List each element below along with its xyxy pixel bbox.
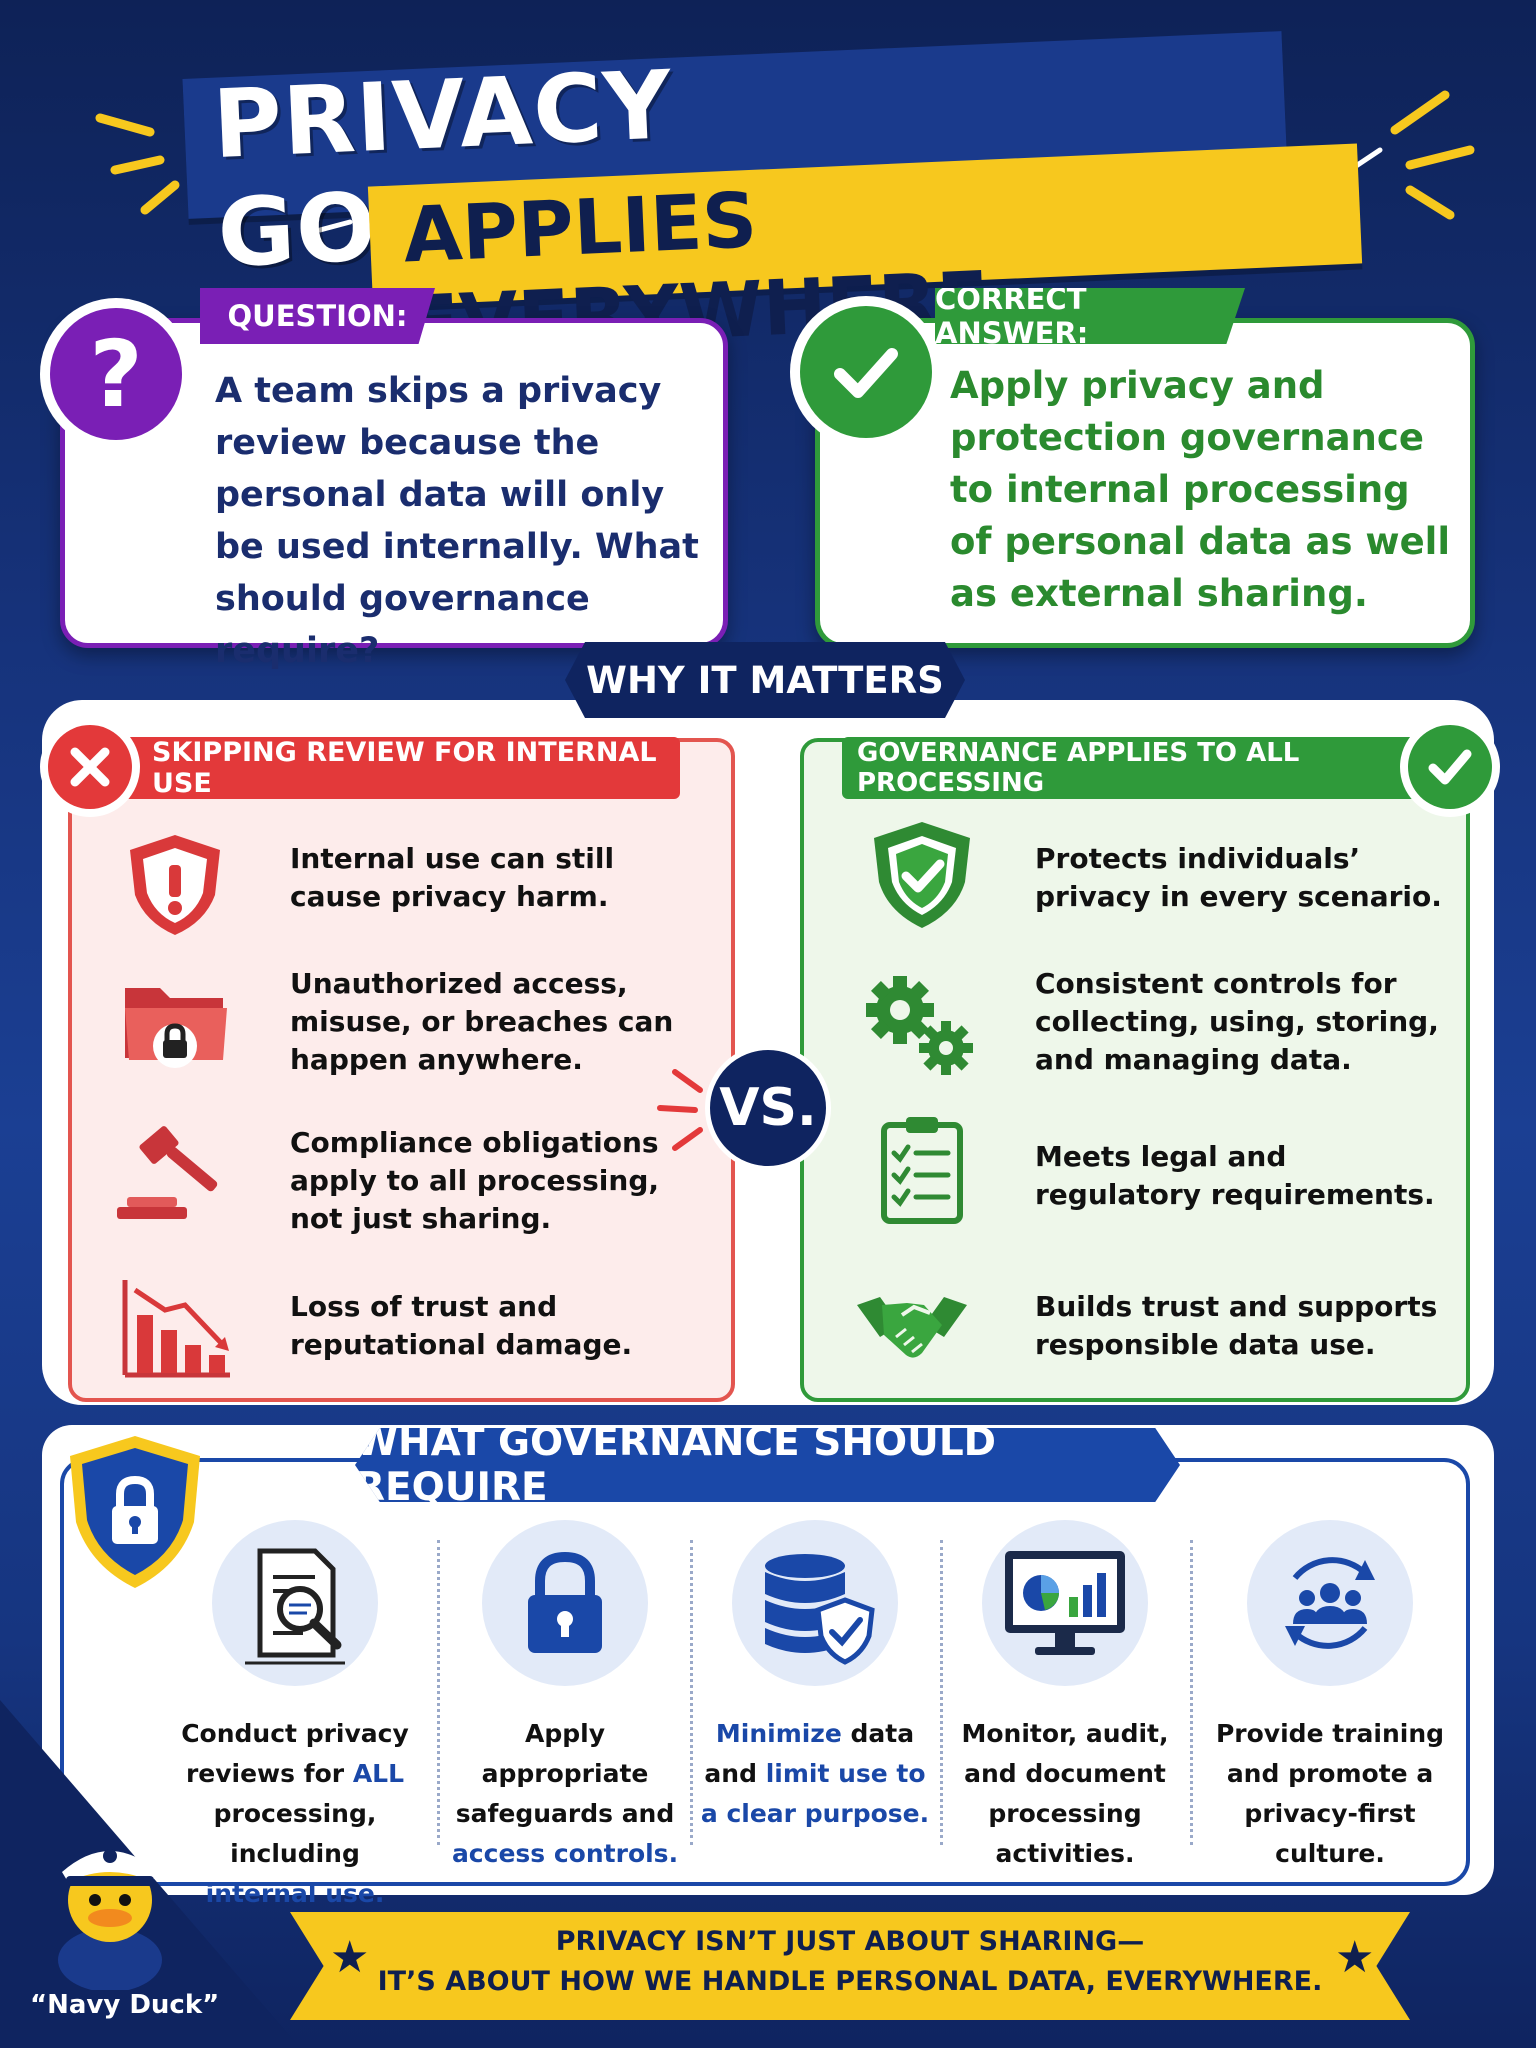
- title-burst-decoration: [95, 90, 1475, 233]
- check-circle-icon: [1400, 717, 1500, 817]
- requirement-item-2: Apply appropriate safeguards and access …: [450, 1520, 680, 1874]
- bad-item-4-text: Loss of trust and reputational damage.: [290, 1290, 633, 1361]
- governance-applies-heading: GOVERNANCE APPLIES TO ALL PROCESSING: [842, 737, 1432, 799]
- requirement-divider: [690, 1540, 693, 1845]
- star-icon: ★: [330, 1932, 370, 1983]
- versus-badge: VS.: [705, 1045, 831, 1171]
- requirement-2-text: Apply appropriate safeguards and access …: [450, 1714, 680, 1874]
- check-shield-icon: [874, 822, 970, 928]
- vs-burst-decoration: [657, 1069, 703, 1151]
- handshake-icon: [857, 1297, 967, 1358]
- skipping-review-heading: SKIPPING REVIEW FOR INTERNAL USE: [108, 737, 680, 799]
- answer-label: CORRECT ANSWER:: [935, 288, 1245, 344]
- footer-banner: [290, 1912, 1410, 2020]
- mascot-name-label: “Navy Duck”: [30, 1990, 220, 2020]
- checklist-clipboard-icon: [881, 1117, 963, 1224]
- good-item-1-text: Protects individuals’ privacy in every s…: [1035, 842, 1442, 913]
- requirement-divider: [437, 1540, 440, 1845]
- requirement-text-part: Provide training and promote a privacy-f…: [1215, 1719, 1445, 1868]
- requirement-item-3: Minimize data and limit use to a clear p…: [700, 1520, 930, 1834]
- padlock-icon: [528, 1551, 602, 1653]
- requirement-item-5: Provide training and promote a privacy-f…: [1215, 1520, 1445, 1874]
- star-icon: ★: [1335, 1932, 1375, 1983]
- x-mark-icon: [40, 717, 140, 817]
- good-item-4-text: Builds trust and supports responsible da…: [1035, 1290, 1438, 1361]
- warning-shield-icon: [130, 835, 220, 935]
- question-mark-icon: ?: [40, 298, 192, 450]
- requirement-divider: [1190, 1540, 1193, 1845]
- requirement-3-text: Minimize data and limit use to a clear p…: [700, 1714, 930, 1834]
- question-label: QUESTION:: [200, 288, 435, 344]
- checkmark-icon: [790, 296, 942, 448]
- gavel-icon: [117, 1126, 218, 1219]
- navy-duck-mascot: [58, 1849, 162, 1990]
- question-text: A team skips a privacy review because th…: [215, 371, 699, 671]
- requirement-item-4: Monitor, audit, and document processing …: [950, 1520, 1180, 1874]
- good-item-3-text: Meets legal and regulatory requirements.: [1035, 1140, 1435, 1211]
- requirement-text-part: data and: [704, 1719, 915, 1788]
- why-it-matters-heading: WHY IT MATTERS: [565, 642, 965, 718]
- footer-line-2: IT’S ABOUT HOW WE HANDLE PERSONAL DATA, …: [377, 1966, 1323, 1997]
- declining-chart-icon: [122, 1280, 230, 1378]
- document-magnifier-icon: [245, 1548, 345, 1665]
- requirement-1-text: Conduct privacy reviews for ALL processi…: [180, 1714, 410, 1914]
- bad-item-1-text: Internal use can still cause privacy har…: [290, 842, 615, 913]
- monitor-chart-icon: [1005, 1551, 1125, 1655]
- requirement-item-1: Conduct privacy reviews for ALL processi…: [180, 1520, 410, 1914]
- gears-icon: [866, 976, 973, 1075]
- requirement-text-part: processing, including: [213, 1799, 377, 1868]
- requirement-5-text: Provide training and promote a privacy-f…: [1215, 1714, 1445, 1874]
- requirement-highlight: limit use to a clear purpose.: [700, 1759, 930, 1828]
- requirements-heading: WHAT GOVERNANCE SHOULD REQUIRE: [355, 1428, 1180, 1502]
- good-item-2-text: Consistent controls for collecting, usin…: [1035, 967, 1439, 1076]
- requirement-text-part: Apply appropriate safeguards and: [455, 1719, 675, 1828]
- requirement-highlight: access controls.: [451, 1839, 679, 1868]
- requirement-4-text: Monitor, audit, and document processing …: [950, 1714, 1180, 1874]
- locked-folder-icon: [125, 988, 227, 1068]
- bad-item-2-text: Unauthorized access, misuse, or breaches…: [290, 967, 674, 1076]
- requirement-text-part: Monitor, audit, and document processing …: [961, 1719, 1169, 1868]
- footer-line-1: PRIVACY ISN’T JUST ABOUT SHARING—: [555, 1926, 1145, 1957]
- footer-message: PRIVACY ISN’T JUST ABOUT SHARING— IT’S A…: [330, 1922, 1370, 2002]
- requirement-highlight: Minimize: [715, 1719, 842, 1748]
- lock-shield-icon: [70, 1436, 200, 1588]
- team-cycle-icon: [1285, 1557, 1375, 1649]
- bad-item-3-text: Compliance obligations apply to all proc…: [290, 1126, 660, 1235]
- requirement-text-part: Conduct privacy reviews for: [181, 1719, 409, 1788]
- answer-text: Apply privacy and protection governance …: [950, 364, 1451, 615]
- requirement-highlight: ALL: [352, 1759, 405, 1788]
- database-shield-icon: [765, 1554, 875, 1665]
- requirement-divider: [940, 1540, 943, 1845]
- requirement-highlight: internal use.: [205, 1879, 385, 1908]
